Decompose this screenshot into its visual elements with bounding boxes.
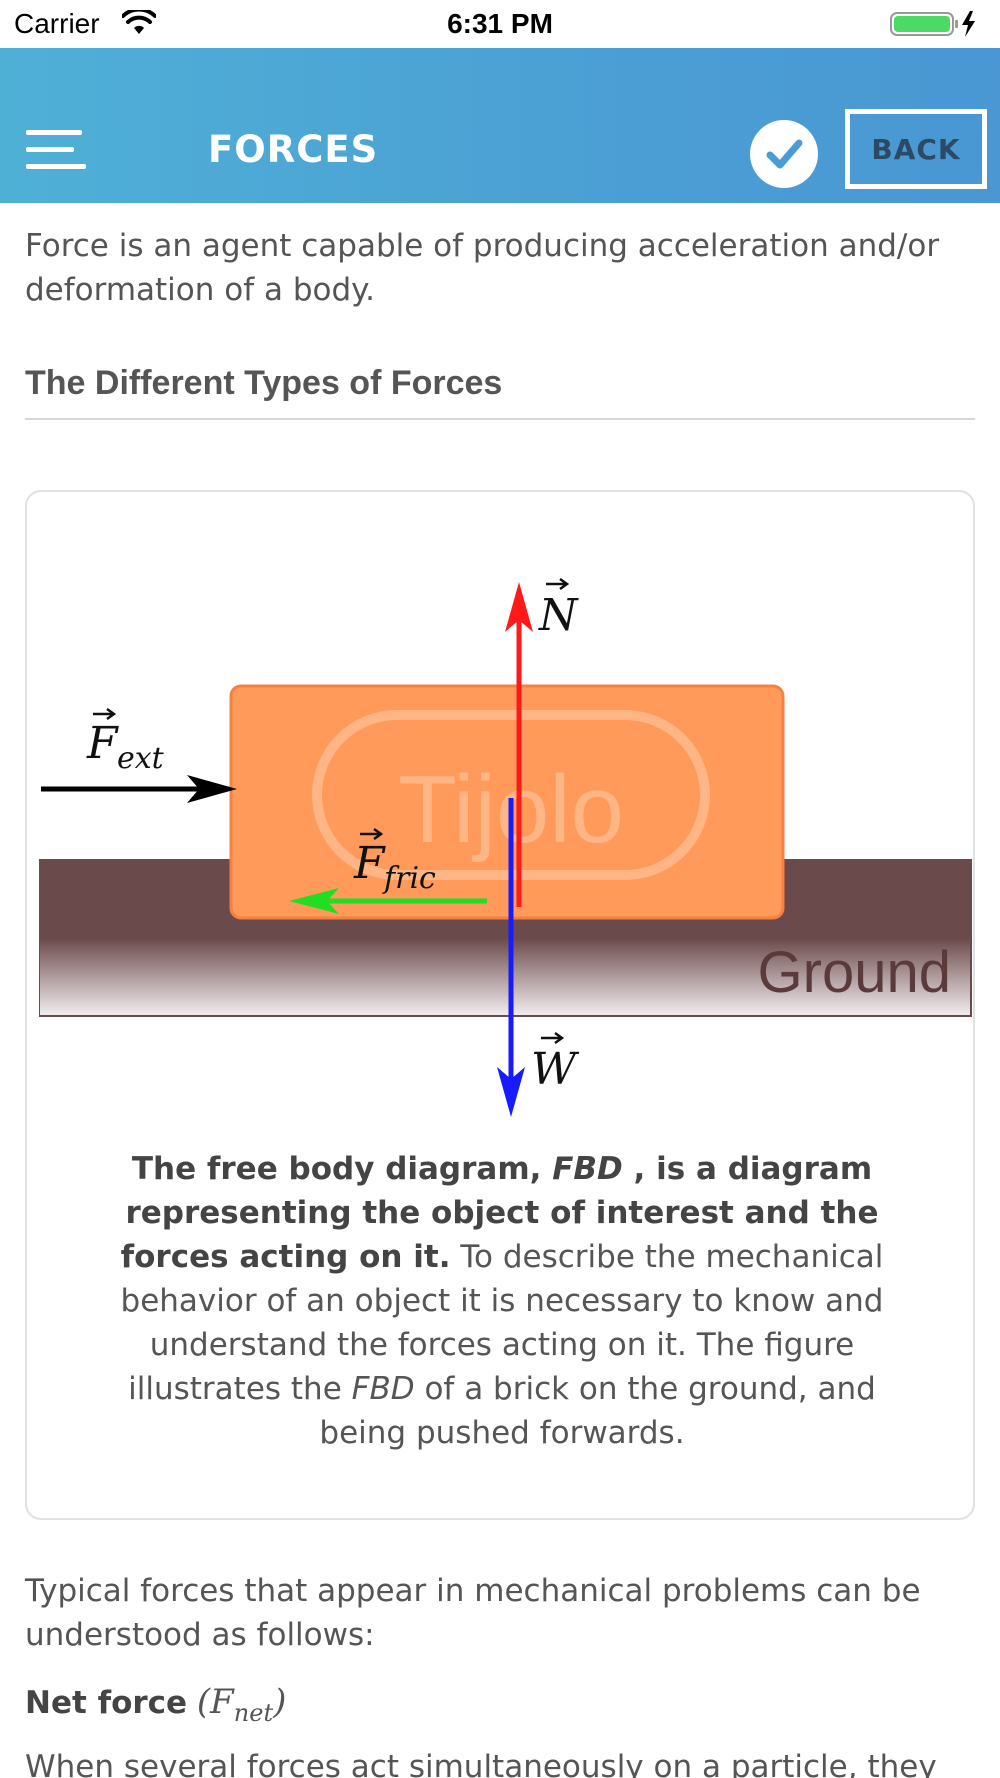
carrier-label: Carrier [14, 8, 100, 39]
svg-text:N: N [538, 590, 579, 641]
caption-bold-italic: FBD [552, 1151, 623, 1187]
caption-italic: FBD [351, 1371, 415, 1407]
intro-text: Force is an agent capable of producing a… [25, 228, 940, 308]
friction-label: F fric [353, 827, 436, 896]
status-bar: Carrier 6:31 PM [0, 0, 1000, 48]
caption-bold-2: , is a diagram representing the object o… [120, 1151, 879, 1275]
ground-label: Ground [758, 940, 951, 1005]
net-force-description: When several forces act simultaneously o… [25, 1749, 937, 1778]
net-force-label: Net force [25, 1685, 188, 1721]
friction-arrowhead [289, 888, 339, 914]
net-force-heading: Net force (Fnet) [25, 1682, 286, 1727]
section-divider [25, 418, 975, 420]
svg-text:F: F [353, 838, 386, 889]
external-force-arrowhead [187, 775, 237, 803]
weight-label: W [531, 1031, 580, 1095]
caption-text-2: of a brick on the ground, and being push… [319, 1371, 876, 1451]
app-header: FORCES BACK [0, 48, 1000, 203]
battery-icon [890, 10, 978, 42]
page-title: FORCES [208, 128, 379, 171]
wifi-icon [121, 7, 157, 40]
external-force-label: F ext [86, 707, 165, 776]
normal-force-arrowhead [505, 582, 533, 632]
svg-text:fric: fric [382, 861, 436, 896]
clock-label: 6:31 PM [447, 8, 553, 39]
svg-text:W: W [531, 1044, 580, 1095]
brick-block [229, 684, 785, 920]
back-button[interactable]: BACK [845, 109, 987, 189]
fbd-card: Ground Tijolo N W F ext [25, 490, 975, 1520]
svg-text:ext: ext [117, 741, 165, 776]
caption-text-1: To describe the mechanical behavior of a… [120, 1239, 884, 1407]
check-icon[interactable] [750, 120, 818, 188]
fbd-caption: The free body diagram, FBD , is a diagra… [107, 1147, 897, 1455]
net-force-symbol: (Fnet) [196, 1682, 287, 1727]
weight-arrowhead [497, 1067, 525, 1117]
section-title: The Different Types of Forces [25, 364, 503, 402]
menu-icon[interactable] [26, 130, 88, 170]
typical-forces-text: Typical forces that appear in mechanical… [25, 1573, 921, 1653]
svg-text:F: F [86, 718, 119, 769]
normal-force-label: N [538, 577, 579, 641]
free-body-diagram: Ground Tijolo N W F ext [39, 577, 972, 1117]
caption-bold-1: The free body diagram, [131, 1151, 553, 1187]
